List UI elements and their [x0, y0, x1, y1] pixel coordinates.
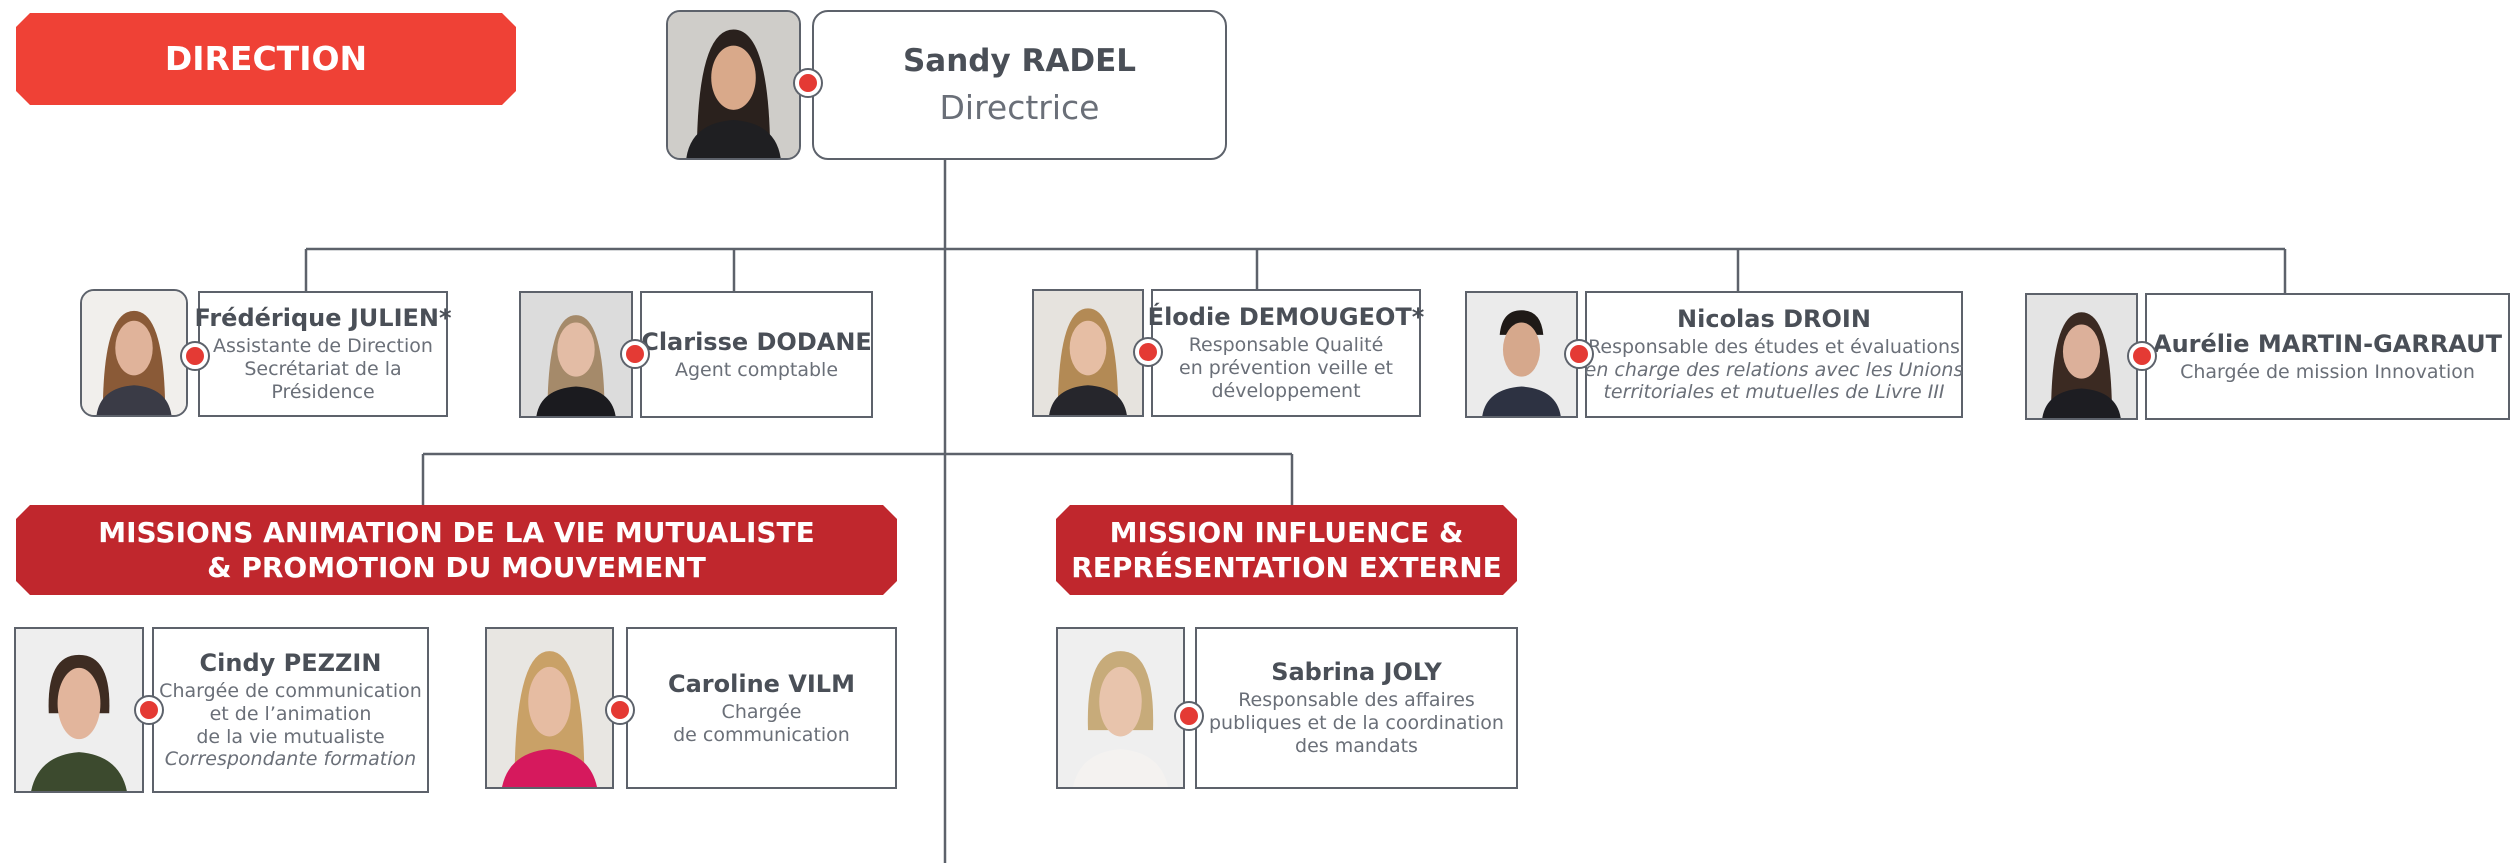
dodane-name: Clarisse DODANE — [641, 327, 872, 356]
mission-influence-line-1: MISSION INFLUENCE & — [1109, 516, 1464, 549]
droin-role: Responsable des études et évaluations en… — [1585, 336, 1964, 404]
vilm-portrait-icon — [487, 629, 612, 787]
demougeot-role: Responsable Qualité en prévention veille… — [1179, 334, 1393, 402]
dodane-role: Agent comptable — [675, 359, 838, 382]
julien-marker-dot — [182, 343, 208, 369]
martin-role: Chargée de mission Innovation — [2180, 361, 2475, 384]
missions-animation-line-2: & PROMOTION DU MOUVEMENT — [207, 551, 706, 584]
julien-card: Frédérique JULIEN* Assistante de Directi… — [194, 291, 452, 417]
joly-card: Sabrina JOLY Responsable des affaires pu… — [1195, 627, 1518, 789]
pezzin-role-line: de la vie mutualiste — [196, 725, 385, 748]
martin-photo — [2025, 293, 2138, 420]
vilm-card: Caroline VILM Chargée de communication — [626, 627, 897, 789]
julien-portrait-icon — [82, 291, 186, 415]
demougeot-role-line: en prévention veille et — [1179, 357, 1393, 380]
martin-name: Aurélie MARTIN-GARRAUT — [2153, 329, 2502, 358]
joly-portrait-icon — [1058, 629, 1183, 787]
droin-role-line: territoriales et mutuelles de Livre III — [1603, 381, 1945, 404]
droin-role-line: Responsable des études et évaluations — [1588, 335, 1960, 358]
pezzin-role: Chargée de communication et de l’animati… — [159, 680, 422, 771]
julien-role-line: Secrétariat de la — [244, 358, 402, 381]
demougeot-role-line: développement — [1211, 379, 1361, 402]
joly-marker-dot — [1176, 703, 1202, 729]
joly-name: Sabrina JOLY — [1271, 658, 1442, 687]
pezzin-card: Cindy PEZZIN Chargée de communication et… — [152, 627, 429, 793]
demougeot-photo — [1032, 289, 1144, 417]
martin-card: Aurélie MARTIN-GARRAUT Chargée de missio… — [2145, 293, 2510, 420]
vilm-photo — [485, 627, 614, 789]
missions-animation-line-1: MISSIONS ANIMATION DE LA VIE MUTUALISTE — [98, 516, 815, 549]
dodane-card: Clarisse DODANE Agent comptable — [640, 291, 873, 418]
dodane-marker-dot — [622, 341, 648, 367]
vilm-marker-dot — [607, 697, 633, 723]
direction-banner-label: DIRECTION — [164, 39, 368, 79]
vilm-role-line: Chargée — [721, 700, 802, 723]
droin-role-line: en charge des relations avec les Unions — [1584, 358, 1964, 381]
joly-role-line: des mandats — [1295, 734, 1418, 757]
julien-role: Assistante de Direction Secrétariat de l… — [213, 335, 433, 403]
demougeot-role-line: Responsable Qualité — [1188, 334, 1384, 357]
demougeot-marker-dot — [1135, 339, 1161, 365]
director-name: Sandy RADEL — [902, 42, 1137, 79]
julien-photo — [80, 289, 188, 417]
pezzin-photo — [14, 627, 144, 793]
vilm-role-line: de communication — [673, 723, 850, 746]
pezzin-portrait-icon — [16, 629, 142, 791]
pezzin-role-line: Correspondante formation — [164, 748, 417, 771]
dodane-photo — [519, 291, 633, 418]
pezzin-marker-dot — [136, 697, 162, 723]
dodane-portrait-icon — [521, 293, 631, 416]
joly-role: Responsable des affaires publiques et de… — [1209, 689, 1504, 757]
julien-role-line: Assistante de Direction — [213, 335, 433, 358]
joly-role-line: Responsable des affaires — [1238, 689, 1475, 712]
joly-role-line: publiques et de la coordination — [1209, 712, 1504, 735]
dodane-role-line: Agent comptable — [674, 358, 839, 381]
pezzin-role-line: Chargée de communication — [159, 679, 422, 702]
demougeot-name: Élodie DEMOUGEOT* — [1147, 303, 1425, 332]
demougeot-portrait-icon — [1034, 291, 1142, 415]
director-portrait-icon — [668, 12, 799, 158]
director-title: Directrice — [939, 87, 1100, 127]
julien-name: Frédérique JULIEN* — [194, 304, 452, 333]
droin-name: Nicolas DROIN — [1677, 304, 1871, 333]
martin-role-line: Chargée de mission Innovation — [2180, 360, 2475, 383]
droin-marker-dot — [1566, 341, 1592, 367]
director-photo — [666, 10, 801, 160]
martin-portrait-icon — [2027, 295, 2136, 418]
pezzin-role-line: et de l’animation — [209, 702, 372, 725]
director-marker-dot — [795, 70, 821, 96]
mission-influence-banner: MISSION INFLUENCE & REPRÉSENTATION EXTER… — [1056, 505, 1517, 595]
droin-photo — [1465, 291, 1578, 418]
vilm-role: Chargée de communication — [673, 701, 850, 747]
droin-card: Nicolas DROIN Responsable des études et … — [1585, 291, 1963, 418]
direction-banner: DIRECTION — [16, 13, 516, 105]
pezzin-name: Cindy PEZZIN — [199, 648, 382, 677]
droin-portrait-icon — [1467, 293, 1576, 416]
vilm-name: Caroline VILM — [668, 669, 855, 698]
mission-influence-line-2: REPRÉSENTATION EXTERNE — [1071, 551, 1502, 584]
julien-role-line: Présidence — [271, 380, 375, 403]
missions-animation-banner: MISSIONS ANIMATION DE LA VIE MUTUALISTE … — [16, 505, 897, 595]
joly-photo — [1056, 627, 1185, 789]
martin-marker-dot — [2129, 343, 2155, 369]
demougeot-card: Élodie DEMOUGEOT* Responsable Qualité en… — [1148, 289, 1424, 417]
director-card: Sandy RADEL Directrice — [812, 10, 1227, 160]
